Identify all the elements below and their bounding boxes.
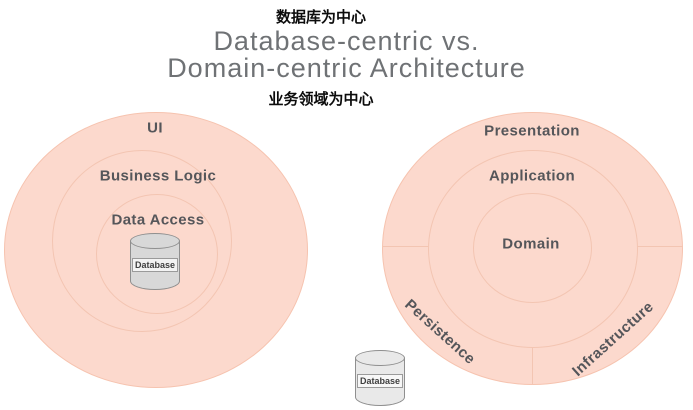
ring-label-business-logic: Business Logic [99, 167, 217, 185]
segment-divider-right [637, 246, 683, 247]
ring-label-domain: Domain [502, 235, 560, 253]
database-label: Database [131, 257, 179, 272]
ring-label-ui: UI [147, 119, 163, 137]
cylinder-top [355, 350, 405, 366]
external-database-cylinder-icon: Database [355, 350, 405, 406]
right-inner-ring [473, 193, 592, 303]
left-inner-ring [96, 194, 218, 314]
left-middle-ring [52, 150, 232, 332]
segment-divider-bottom [532, 347, 533, 385]
caption-domain-centric-cn: 业务领域为中心 [268, 91, 374, 108]
title-line-2: Domain-centric Architecture [167, 53, 526, 83]
ring-label-presentation: Presentation [484, 122, 580, 140]
cylinder-top [130, 233, 180, 249]
ring-label-data-access: Data Access [111, 211, 205, 229]
database-label: Database [356, 374, 404, 389]
segment-divider-left [383, 246, 429, 247]
database-cylinder-icon: Database [130, 233, 180, 290]
title-line-1: Database-centric vs. [213, 26, 480, 56]
page-title: Database-centric vs. Domain-centric Arch… [0, 28, 693, 82]
ring-label-application: Application [488, 167, 576, 185]
right-middle-ring [428, 150, 638, 348]
caption-database-centric-cn: 数据库为中心 [275, 9, 367, 26]
